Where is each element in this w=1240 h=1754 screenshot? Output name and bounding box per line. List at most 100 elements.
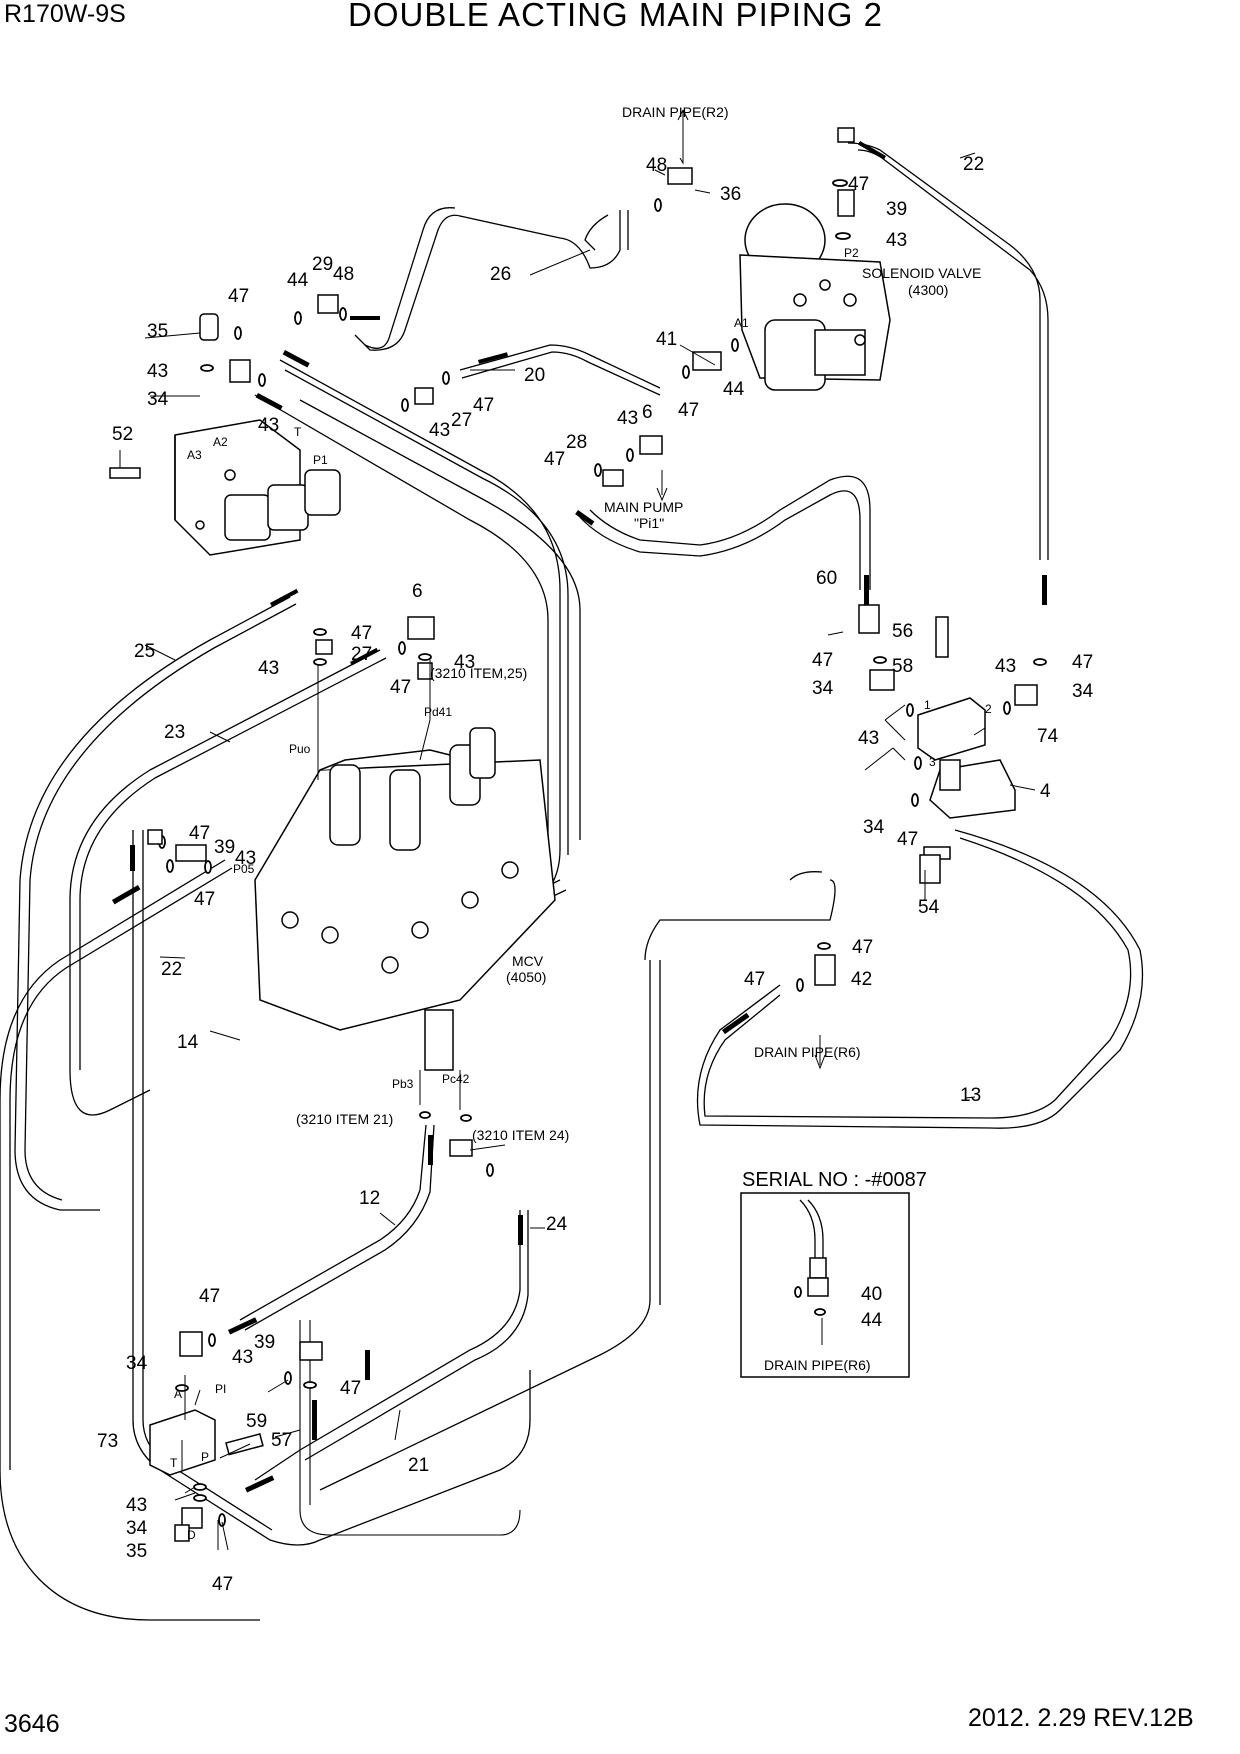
port-3: 3	[929, 755, 936, 769]
callout-34: 34	[126, 1518, 148, 1539]
callout-47: 47	[897, 829, 918, 850]
callout-6: 6	[642, 402, 653, 423]
callout-43: 43	[995, 656, 1016, 677]
callout-54: 54	[918, 897, 940, 918]
callout-26: 26	[490, 264, 511, 285]
page-number: 3646	[4, 1710, 60, 1738]
port-a-bottom: A	[174, 1387, 182, 1401]
mcv-number: (4050)	[506, 969, 546, 985]
callout-35: 35	[147, 321, 168, 342]
port-1: 1	[924, 698, 931, 712]
callout-23: 23	[164, 722, 185, 743]
callout-47: 47	[390, 677, 411, 698]
callout-44: 44	[287, 270, 309, 291]
port-a3: A3	[187, 448, 202, 462]
callout-34: 34	[126, 1353, 148, 1374]
page-title: DOUBLE ACTING MAIN PIPING 2	[348, 0, 883, 33]
port-p2: P2	[844, 246, 859, 260]
callout-22-top: 22	[963, 154, 984, 175]
callout-58: 58	[892, 656, 913, 677]
port-d-bottom: D	[187, 1528, 196, 1542]
port-labels: P2 A1 T P1 A2 A3 Puo Pd41 P05 Pb3 Pc42 A…	[170, 246, 992, 1542]
callout-36: 36	[720, 184, 741, 205]
callout-73: 73	[97, 1431, 118, 1452]
callout-47: 47	[544, 449, 565, 470]
block-74-bracket-4	[917, 697, 1016, 819]
callout-20: 20	[524, 365, 545, 386]
callout-41: 41	[656, 329, 677, 350]
callout-47: 47	[848, 174, 869, 195]
port-p1: P1	[313, 453, 328, 467]
model-code: R170W-9S	[4, 0, 126, 28]
callout-35: 35	[126, 1541, 147, 1562]
callout-27: 27	[351, 644, 372, 665]
callout-39: 39	[886, 199, 907, 220]
main-pump-port: "Pi1"	[634, 515, 664, 531]
callout-39: 39	[254, 1332, 275, 1353]
solenoid-valve-label: SOLENOID VALVE	[862, 265, 981, 281]
callout-40: 40	[861, 1284, 882, 1305]
callout-39: 39	[214, 837, 235, 858]
callout-6: 6	[412, 581, 423, 602]
callout-56: 56	[892, 621, 913, 642]
callout-57: 57	[271, 1430, 292, 1451]
main-pump-label: MAIN PUMP	[604, 499, 683, 515]
callout-34: 34	[147, 389, 169, 410]
port-t-bottom: T	[170, 1456, 178, 1470]
callout-34: 34	[1072, 681, 1094, 702]
hose-fitting-marks	[112, 140, 1047, 1493]
callout-22: 22	[161, 959, 182, 980]
callout-25: 25	[134, 641, 155, 662]
serial-drain-label: DRAIN PIPE(R6)	[764, 1357, 871, 1373]
callout-29: 29	[312, 254, 333, 275]
o-rings	[158, 179, 1047, 1527]
callout-59: 59	[246, 1411, 267, 1432]
item-25-note: (3210 ITEM,25)	[430, 665, 527, 681]
port-pc42: Pc42	[442, 1072, 470, 1086]
callout-34: 34	[812, 678, 834, 699]
callout-74: 74	[1037, 726, 1059, 747]
callout-48: 48	[646, 155, 667, 176]
port-a2: A2	[213, 435, 228, 449]
port-puo: Puo	[289, 742, 311, 756]
solenoid-valve-4300	[739, 203, 891, 391]
callout-21: 21	[408, 1455, 429, 1476]
solenoid-valve-number: (4300)	[908, 282, 948, 298]
port-pi-bottom: PI	[215, 1382, 226, 1396]
fittings	[109, 127, 1038, 1542]
callout-48: 48	[333, 264, 354, 285]
port-p05: P05	[233, 862, 255, 876]
callout-47: 47	[1072, 652, 1093, 673]
mcv-label: MCV	[512, 953, 544, 969]
callout-47: 47	[228, 286, 249, 307]
callout-47: 47	[189, 823, 210, 844]
callout-42: 42	[851, 969, 872, 990]
port-pb3: Pb3	[392, 1077, 414, 1091]
callout-43: 43	[126, 1495, 147, 1516]
callout-44: 44	[861, 1310, 883, 1331]
drain-pipe-r2-label: DRAIN PIPE(R2)	[622, 104, 729, 120]
callout-12: 12	[359, 1188, 380, 1209]
callout-43: 43	[886, 230, 907, 251]
callout-43: 43	[429, 420, 450, 441]
callout-28: 28	[566, 432, 587, 453]
callout-13: 13	[960, 1085, 981, 1106]
port-t-top: T	[294, 425, 302, 439]
callout-27: 27	[451, 410, 472, 431]
leader-lines	[119, 109, 1036, 1551]
callout-47: 47	[678, 400, 699, 421]
callout-47: 47	[852, 937, 873, 958]
callout-43: 43	[235, 848, 256, 869]
drain-pipe-r6-label: DRAIN PIPE(R6)	[754, 1044, 861, 1060]
part-callouts: 22 47 39 43 48 36 26 44 29 48 47 35 43 3…	[97, 154, 1094, 1595]
callout-24: 24	[546, 1214, 568, 1235]
callout-34: 34	[863, 817, 885, 838]
callout-43: 43	[454, 652, 475, 673]
callout-43: 43	[258, 415, 279, 436]
port-pd41: Pd41	[424, 705, 452, 719]
serial-title: SERIAL NO : -#0087	[742, 1169, 927, 1191]
callout-47: 47	[199, 1286, 220, 1307]
callout-47: 47	[194, 889, 215, 910]
pipe-lines	[0, 142, 1144, 1621]
